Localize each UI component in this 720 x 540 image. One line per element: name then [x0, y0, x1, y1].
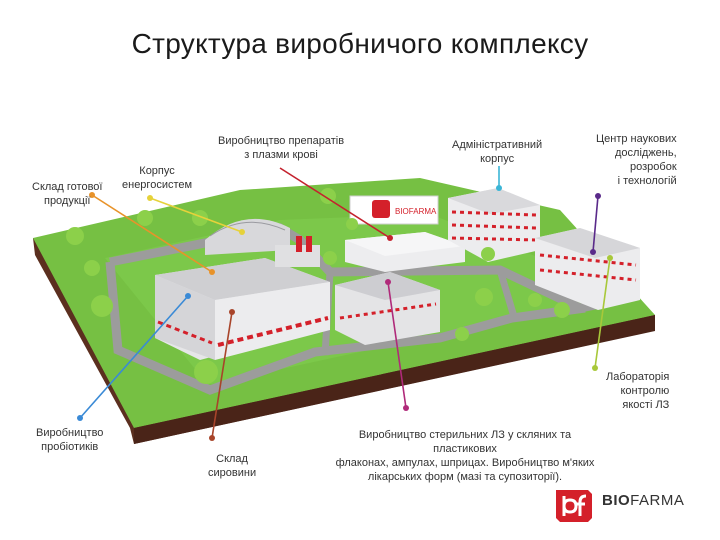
leader-dots [77, 185, 613, 441]
label-sterile: Виробництво стерильних ЛЗ у скляних та п… [335, 429, 595, 483]
building-sterile [335, 272, 440, 345]
building-research [535, 228, 640, 310]
biofarma-logo: BIOFARMA [552, 486, 712, 526]
trees [66, 188, 570, 384]
leader-lines [79, 166, 611, 439]
building-plasma: BIOFARMA [345, 195, 465, 272]
building-sign-text: BIOFARMA [395, 207, 437, 216]
building-warehouse [155, 258, 330, 360]
biofarma-logo-icon [556, 490, 592, 522]
building-energy [205, 218, 320, 267]
building-admin [448, 188, 540, 262]
biofarma-logo-text: BIOFARMA [602, 492, 685, 509]
page-title: Структура виробничого комплексу [131, 28, 589, 59]
